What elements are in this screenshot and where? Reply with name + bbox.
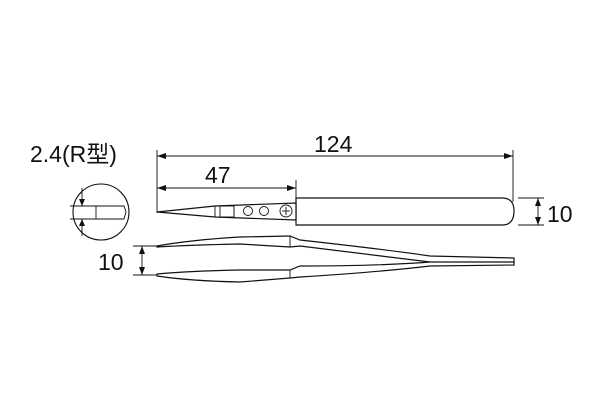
handle (295, 197, 515, 226)
tip-length-dimension: 47 (157, 162, 297, 198)
screw (279, 204, 293, 218)
total-length-label: 124 (314, 131, 353, 157)
tip-width-detail: 2.4(R型) (30, 141, 130, 241)
spread-width-dimension: 10 (98, 245, 157, 276)
tweezers-side-view (156, 235, 515, 283)
hole-1 (243, 206, 253, 216)
tip-width-label: 2.4(R型) (30, 141, 117, 167)
tip-length-label: 47 (205, 162, 231, 188)
lower-arm (156, 261, 515, 283)
hole-2 (259, 206, 269, 216)
total-length-dimension: 124 (156, 131, 514, 213)
tip-detail-circle (72, 183, 130, 241)
handle-height-label: 10 (547, 201, 573, 227)
handle-height-dimension: 10 (518, 197, 573, 227)
upper-arm (156, 235, 515, 264)
spread-width-label: 10 (98, 249, 124, 275)
tweezers-top-view (156, 197, 515, 226)
tip-profile (95, 205, 127, 220)
